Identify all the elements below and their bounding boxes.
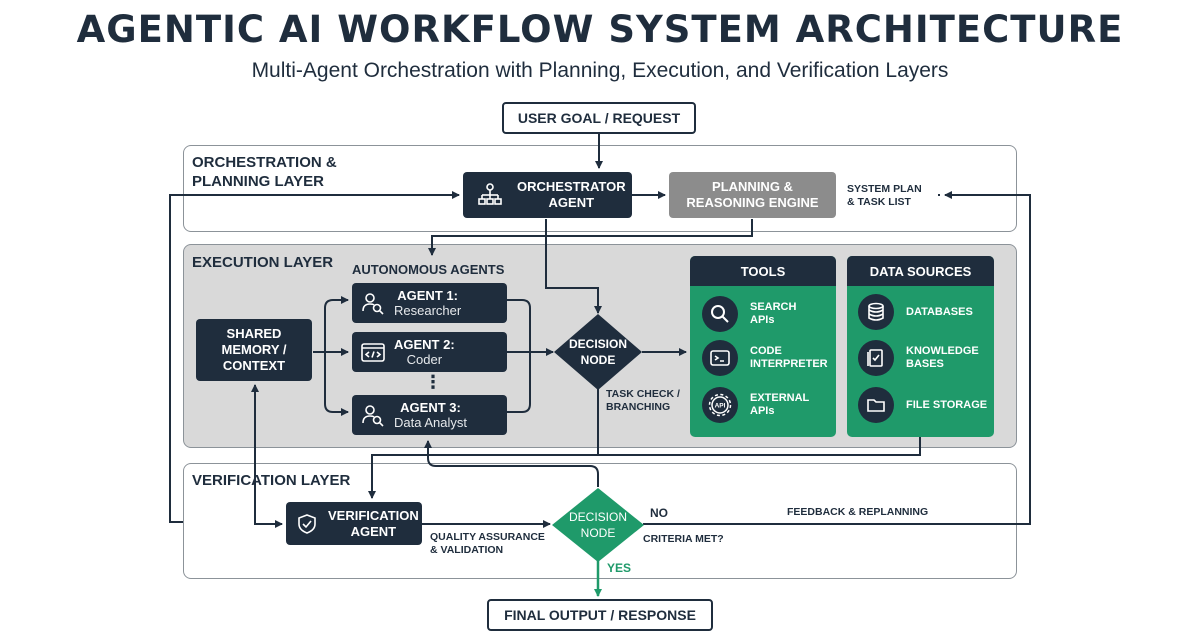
data-databases-label: DATABASES (906, 305, 973, 318)
data-knowledge-label: KNOWLEDGE BASES (906, 345, 979, 370)
edge-planning-to-agents (428, 219, 753, 256)
edge-orchestrator-to-decision (545, 219, 602, 314)
agent-3-role: Data Analyst (394, 415, 467, 430)
agent-2-role: Coder (406, 352, 443, 367)
agents-ellipsis: ⋮ (424, 372, 442, 392)
page-subtitle: Multi-Agent Orchestration with Planning,… (251, 59, 949, 82)
verification-layer (183, 463, 1017, 579)
decision-node-execution-label: DECISION NODE (568, 337, 627, 367)
researcher-icon (362, 293, 384, 315)
tool-code-interpreter: CODE INTERPRETER (702, 340, 828, 376)
edge-memory-to-agent3 (324, 352, 349, 416)
decision-node-verification-label: DECISION NODE (568, 510, 627, 540)
edge-feedback-replanning (643, 191, 1031, 525)
agent-3-data-analyst: AGENT 3: Data Analyst (352, 395, 507, 435)
orchestration-layer-title: ORCHESTRATION & PLANNING LAYER (192, 154, 337, 190)
user-goal-node: USER GOAL / REQUEST (502, 102, 696, 134)
data-knowledge-bases: KNOWLEDGE BASES (858, 340, 979, 376)
data-databases: DATABASES (858, 294, 973, 330)
tool-external-label: EXTERNAL APIs (750, 392, 810, 417)
criteria-met-label: CRITERIA MET? (643, 533, 724, 545)
shield-check-icon (298, 513, 316, 534)
verification-agent-label: VERIFICATION AGENT (328, 507, 419, 539)
analyst-icon (362, 405, 384, 427)
code-window-icon (361, 343, 385, 362)
autonomous-agents-heading: AUTONOMOUS AGENTS (352, 262, 505, 277)
qa-validation-note: QUALITY ASSURANCE & VALIDATION (430, 531, 545, 556)
tools-heading: TOOLS (690, 256, 836, 286)
knowledge-icon (858, 340, 894, 376)
feedback-replanning-label: FEEDBACK & REPLANNING (787, 506, 929, 518)
tool-external-apis: API EXTERNAL APIs (702, 387, 809, 423)
api-gear-icon: API (702, 387, 738, 423)
database-icon (858, 294, 894, 330)
edge-left-loop-to-orchestrator (169, 191, 460, 523)
task-check-note: TASK CHECK / BRANCHING (606, 388, 680, 413)
edge-exec-to-verification (368, 454, 598, 499)
no-label: NO (650, 506, 668, 520)
shared-memory-context: SHARED MEMORY / CONTEXT (196, 319, 312, 381)
data-file-label: FILE STORAGE (906, 398, 988, 411)
folder-icon (858, 387, 894, 423)
data-sources-panel: DATA SOURCES DATABASES KNOWLEDGE BASES F… (847, 256, 994, 437)
edge-decision-to-data (597, 388, 921, 456)
data-sources-heading: DATA SOURCES (847, 256, 994, 286)
tool-search-apis: SEARCH APIs (702, 296, 796, 332)
data-file-storage: FILE STORAGE (858, 387, 987, 423)
edge-memory-to-verification (254, 480, 283, 528)
agent-1-title: AGENT 1: (397, 288, 458, 303)
verification-agent: VERIFICATION AGENT (286, 502, 422, 545)
decision-node-verification (552, 488, 644, 562)
planning-engine: PLANNING & REASONING ENGINE (669, 172, 836, 218)
tool-search-label: SEARCH APIs (750, 301, 797, 326)
page-title: AGENTIC AI WORKFLOW SYSTEM ARCHITECTURE (76, 8, 1124, 51)
search-icon (702, 296, 738, 332)
orchestrator-agent: ORCHESTRATOR AGENT (463, 172, 632, 218)
svg-text:API: API (715, 403, 726, 410)
execution-layer-title: EXECUTION LAYER (192, 254, 334, 271)
tools-panel: TOOLS SEARCH APIs CODE INTERPRETER API E… (690, 256, 836, 437)
verification-layer-title: VERIFICATION LAYER (192, 472, 351, 489)
edge-agent3-to-decision (507, 352, 531, 413)
tool-code-label: CODE INTERPRETER (750, 345, 828, 370)
agent-2-coder: AGENT 2: Coder (352, 332, 507, 372)
edge-memory-to-agent1 (324, 296, 349, 352)
hierarchy-icon (478, 183, 502, 205)
final-output-node: FINAL OUTPUT / RESPONSE (487, 599, 713, 631)
agent-1-researcher: AGENT 1: Researcher (352, 283, 507, 323)
edge-agent1-to-decision (507, 299, 531, 352)
agent-2-title: AGENT 2: (394, 337, 455, 352)
agent-3-title: AGENT 3: (400, 400, 461, 415)
system-plan-note: SYSTEM PLAN & TASK LIST (847, 183, 922, 208)
terminal-icon (702, 340, 738, 376)
orchestrator-agent-label: ORCHESTRATOR AGENT (517, 179, 626, 210)
yes-label: YES (607, 561, 632, 575)
agent-1-role: Researcher (394, 303, 462, 318)
decision-node-execution (554, 314, 642, 390)
edge-decision-to-agent3 (424, 440, 599, 487)
